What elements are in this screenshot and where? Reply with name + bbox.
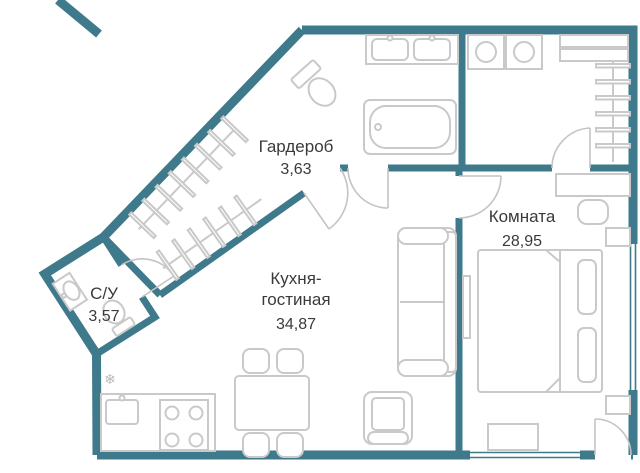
su-fixtures: [51, 271, 136, 337]
bathroom-su-walls: [94, 234, 163, 357]
sink-icon: [51, 271, 89, 313]
dining-table: [234, 375, 310, 431]
exterior-wall-stub: [55, 0, 102, 38]
room-name: Гардероб: [259, 137, 334, 156]
desk: [555, 173, 631, 225]
door-bedroom: [458, 175, 502, 219]
door-wardrobe: [303, 167, 349, 230]
room-area: 28,95: [502, 233, 542, 250]
pillow: [577, 327, 597, 383]
kitchen-sink-icon: [105, 394, 139, 425]
bedroom-furniture: [462, 173, 631, 451]
pillow: [577, 259, 597, 315]
door-bathroom: [347, 167, 389, 209]
label-bedroom: Комната 28,95: [489, 207, 556, 250]
chair-icon: [276, 432, 304, 458]
armchair-icon: [363, 391, 413, 445]
hanger-rod-icon: [595, 60, 631, 162]
chair-icon: [242, 432, 270, 458]
dresser-icon: [487, 423, 539, 451]
tv-icon: [462, 275, 471, 339]
label-kitchen-living: Кухня- гостиная 34,87: [261, 269, 330, 333]
washing-machine-icon: [467, 34, 505, 70]
chair-icon: [276, 348, 304, 374]
wardrobe-inner-wall: [157, 190, 307, 298]
room-name: Комната: [489, 207, 556, 226]
label-su: С/У 3,57: [88, 284, 119, 325]
bed-icon: [477, 249, 603, 393]
window-bottom: [470, 450, 580, 460]
nightstand: [605, 395, 631, 415]
door-balcony: [594, 418, 632, 456]
toilet-icon: [290, 59, 337, 107]
label-wardrobe: Гардероб 3,63: [259, 137, 334, 178]
door-closet: [551, 127, 591, 169]
desk-chair: [577, 199, 609, 225]
window-right: [628, 244, 638, 390]
closet-fixtures: [467, 34, 631, 162]
room-name: С/У: [90, 284, 118, 303]
double-sink-icon: [365, 34, 459, 65]
nightstand: [605, 227, 631, 247]
sofa-icon: [397, 227, 457, 377]
clothes-rail-icon: [127, 114, 250, 240]
walls: [38, 0, 638, 460]
room-name: Кухня-: [270, 269, 321, 288]
living-furniture: [363, 227, 457, 445]
room-area: 3,63: [280, 161, 311, 178]
room-area: 3,57: [88, 308, 119, 325]
windows: [470, 244, 638, 460]
dryer-icon: [505, 34, 543, 70]
chair-icon: [242, 348, 270, 374]
kitchen-fixtures: ❄: [100, 371, 216, 452]
bathroom-fixtures: [290, 34, 459, 155]
dining-set: [234, 348, 310, 458]
toilet-icon: [102, 299, 136, 337]
shelf-icon: [559, 34, 629, 62]
stove-icon: [159, 399, 209, 451]
wardrobe-fixtures: [127, 114, 262, 282]
exterior-wall-left-diagonal: [38, 26, 306, 456]
bathtub-icon: [363, 99, 457, 155]
room-area: 34,87: [276, 316, 316, 333]
room-labels: Гардероб 3,63 Комната 28,95 Кухня- гости…: [88, 137, 555, 333]
clothes-rail-icon: [155, 194, 262, 282]
room-name: гостиная: [261, 290, 330, 309]
fridge-icon: ❄: [104, 371, 116, 387]
